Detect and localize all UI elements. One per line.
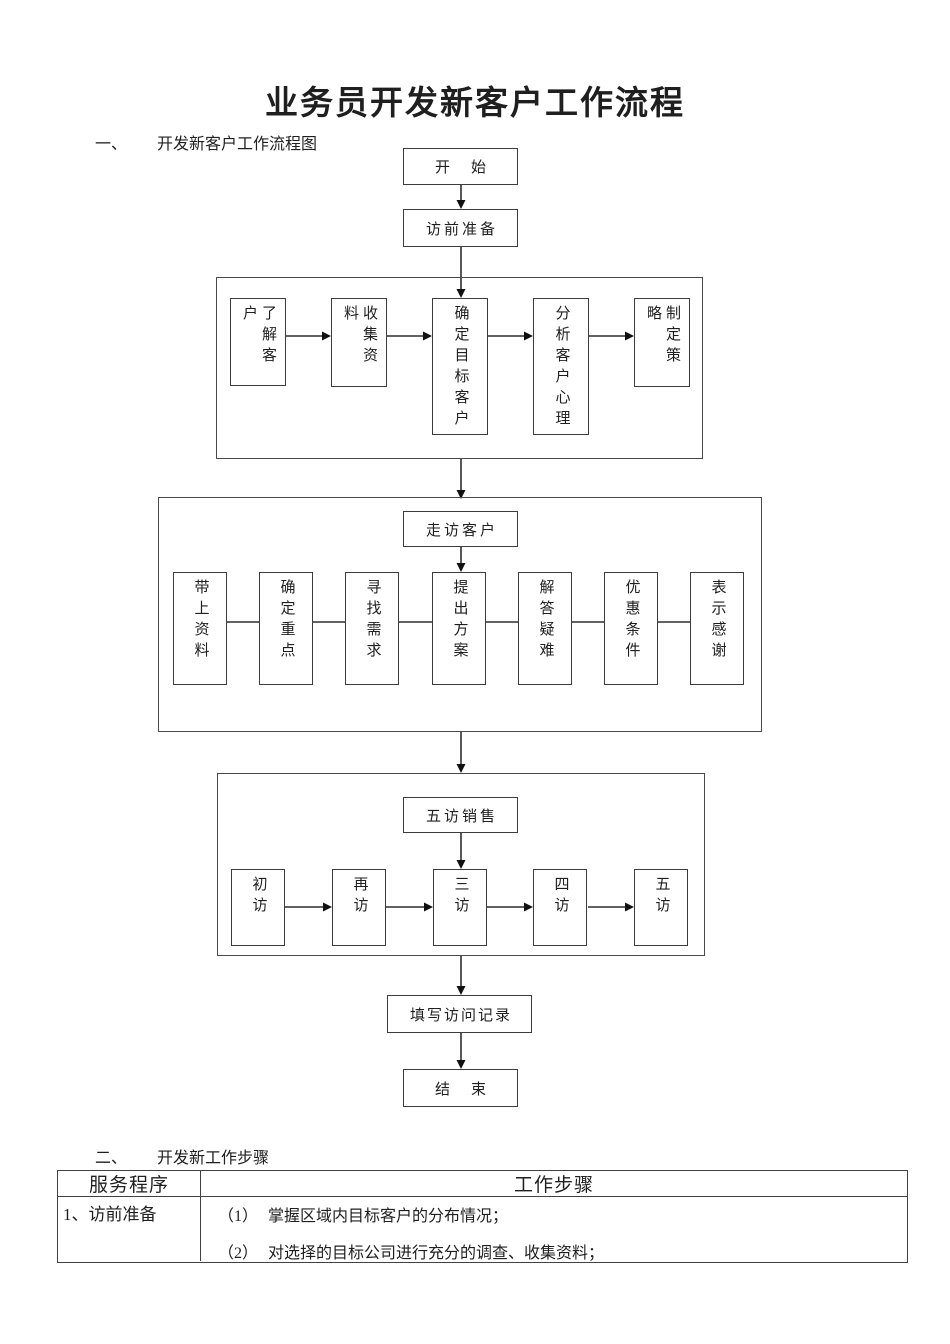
flow-connectors: [227, 185, 690, 1069]
flow-step-find-needs: 寻找需求: [345, 572, 399, 685]
flow-step-visit-2: 再访: [332, 869, 386, 946]
flow-step-collect-info: 收集资料: [331, 298, 387, 387]
step-text-1: 掌握区域内目标客户的分布情况；: [268, 1208, 509, 1225]
flow-box-start: 开 始: [403, 148, 518, 185]
flow-box-visit-customer: 走访客户: [403, 511, 518, 547]
work-steps-table: 服务程序 工作步骤 1、访前准备 （1） 掌握区域内目标客户的分布情况； （2） 对…: [57, 1170, 908, 1263]
flow-step-express-thanks: 表示感谢: [690, 572, 744, 685]
flow-step-answer-questions: 解答疑难: [518, 572, 572, 685]
step-line-2: （2） 对选择的目标公司进行充分的调查、收集资料；: [218, 1239, 907, 1263]
step-line-1: （1） 掌握区域内目标客户的分布情况；: [218, 1202, 907, 1226]
flow-step-visit-3: 三访: [433, 869, 487, 946]
flow-group-five-visits: [217, 773, 705, 956]
section-1-text: 开发新客户工作流程图: [157, 136, 318, 153]
flow-step-offer-terms: 优惠条件: [604, 572, 658, 685]
flow-box-record: 填写访问记录: [387, 995, 532, 1033]
flow-group-visit: [158, 497, 762, 732]
flow-step-bring-materials: 带上资料: [173, 572, 227, 685]
section-2-heading: 二、 开发新工作步骤: [95, 1144, 269, 1168]
section-1-heading: 一、 开发新客户工作流程图: [95, 130, 317, 154]
flow-box-pre-visit: 访前准备: [403, 209, 518, 247]
table-header-row: 服务程序 工作步骤: [58, 1171, 907, 1197]
flow-box-end: 结 束: [403, 1069, 518, 1107]
flow-step-set-strategy: 制定策略: [634, 298, 690, 387]
section-1-number: 一、: [95, 136, 128, 153]
flow-step-visit-1: 初访: [231, 869, 285, 946]
table-cell-procedure: 1、访前准备: [58, 1197, 201, 1261]
table-row: 1、访前准备 （1） 掌握区域内目标客户的分布情况； （2） 对选择的目标公司进行充…: [58, 1197, 907, 1263]
flow-step-set-focus: 确定重点: [259, 572, 313, 685]
table-header-steps: 工作步骤: [513, 1175, 594, 1196]
step-text-2: 对选择的目标公司进行充分的调查、收集资料；: [268, 1245, 605, 1262]
table-header-procedure: 服务程序: [58, 1171, 201, 1196]
step-marker-2: （2）: [218, 1245, 259, 1262]
flow-step-analyze-psychology: 分析客户心理: [533, 298, 589, 435]
page-title: 业务员开发新客户工作流程: [265, 86, 685, 122]
flow-step-understand-customer: 了解客户: [230, 298, 286, 386]
step-marker-1: （1）: [218, 1208, 259, 1225]
flow-step-visit-5: 五访: [634, 869, 688, 946]
flow-step-define-target: 确定目标客户: [432, 298, 488, 435]
flow-group-preparation: [216, 277, 703, 459]
table-cell-steps: （1） 掌握区域内目标客户的分布情况； （2） 对选择的目标公司进行充分的调查、收集…: [201, 1197, 907, 1263]
flow-step-propose-plan: 提出方案: [432, 572, 486, 685]
flow-step-visit-4: 四访: [533, 869, 587, 946]
section-2-number: 二、: [95, 1150, 128, 1167]
flow-box-five-visit-sales: 五访销售: [403, 797, 518, 833]
section-2-text: 开发新工作步骤: [157, 1150, 270, 1167]
